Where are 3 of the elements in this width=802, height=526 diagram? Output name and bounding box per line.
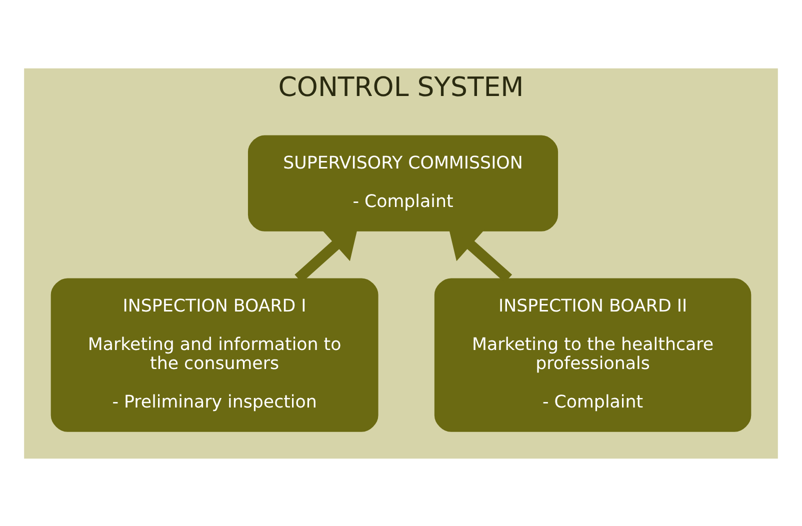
node-box: INSPECTION BOARD II Marketing to the healthcare professionals - Complaint xyxy=(434,278,752,432)
node-box: INSPECTION BOARD I Marketing and information to the consumers - Preliminary inspection xyxy=(50,278,378,432)
node-box: SUPERVISORY COMMISSION - Complaint xyxy=(248,134,558,231)
